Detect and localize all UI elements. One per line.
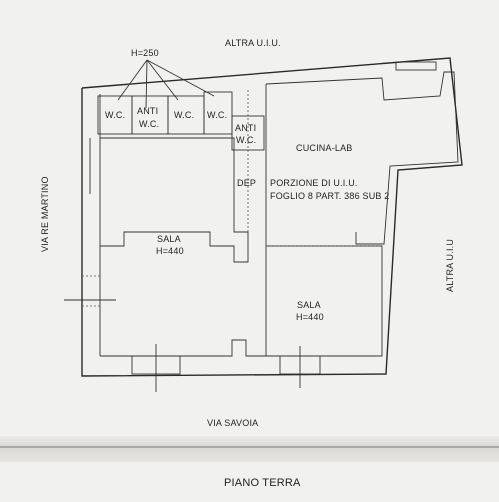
paper-fold — [0, 436, 499, 462]
label-east-neighbor: ALTRA U.I.U — [445, 238, 455, 292]
label-street-south: VIA SAVOIA — [207, 418, 259, 428]
label-north-neighbor: ALTRA U.I.U. — [225, 38, 281, 48]
label-street-west: VIA RE MARTINO — [40, 176, 50, 252]
floor-title: PIANO TERRA — [224, 477, 301, 489]
label-anti-1-wc: W.C. — [139, 119, 160, 129]
label-wc-3: W.C. — [207, 110, 228, 120]
kitchen-inner-wall — [265, 71, 459, 245]
label-anti-2-wc: W.C. — [236, 135, 257, 145]
label-portion-uiu: PORZIONE DI U.I.U. — [270, 178, 358, 188]
label-anti-1: ANTI — [137, 106, 159, 116]
label-sala-right: SALA — [297, 300, 321, 310]
label-wc-1: W.C. — [105, 110, 126, 120]
label-sala-left-height: H=440 — [156, 246, 184, 256]
label-dep: DEP — [237, 178, 257, 188]
inner-wall-line — [100, 245, 383, 357]
label-sala-right-height: H=440 — [296, 312, 324, 322]
paper-fold-line — [0, 446, 499, 448]
sala-left-outline — [100, 137, 249, 263]
label-wc-2: W.C. — [174, 110, 195, 120]
outer-wall — [81, 57, 463, 377]
label-sala-left: SALA — [157, 234, 181, 244]
label-kitchen-lab: CUCINA-LAB — [296, 143, 353, 153]
label-anti-2: ANTI — [235, 123, 257, 133]
wc-room-3 — [203, 91, 233, 135]
label-foglio: FOGLIO 8 PART. 386 SUB 2 — [270, 191, 390, 201]
height-label-wc: H=250 — [131, 48, 159, 58]
top-notch — [395, 61, 437, 71]
